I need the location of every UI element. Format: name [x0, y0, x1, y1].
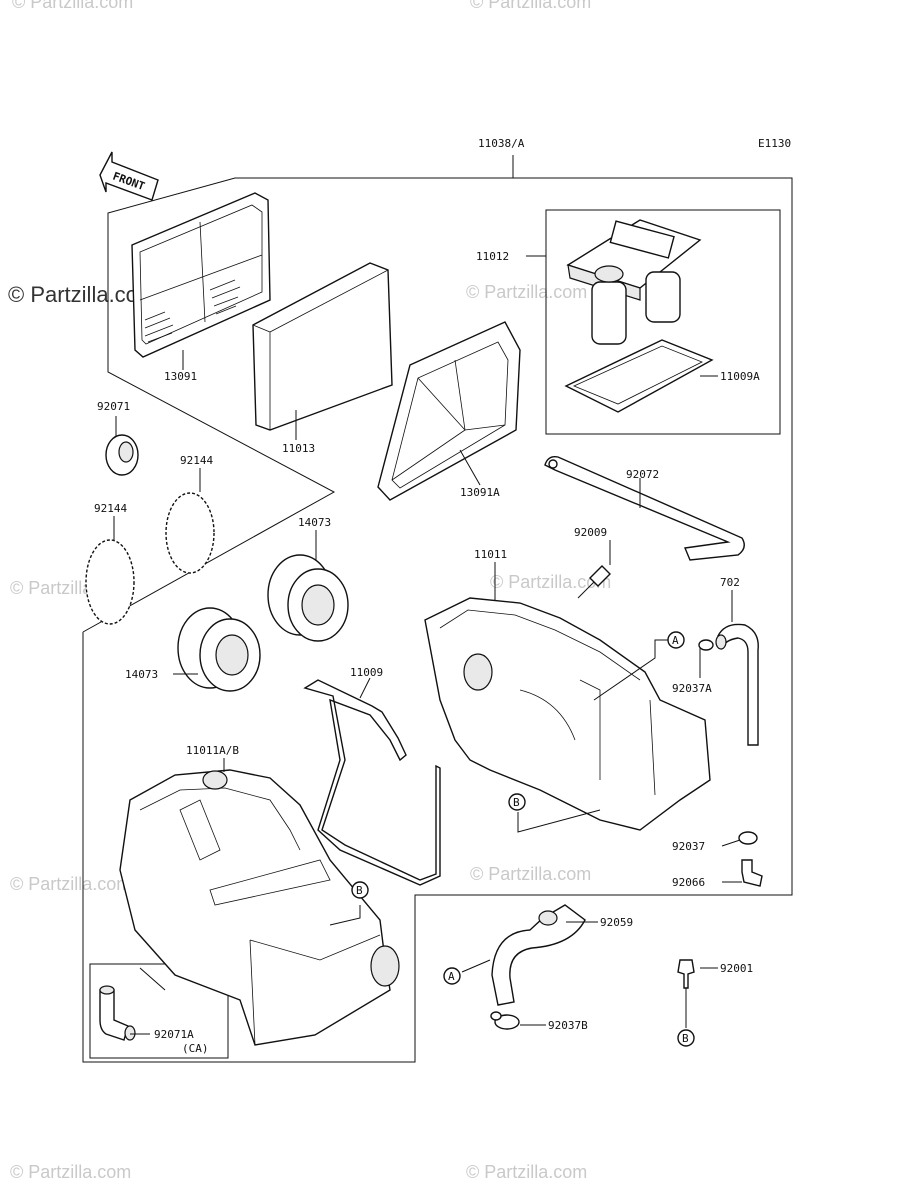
clamps-and-fittings: [490, 565, 763, 1030]
air-box-11011: [424, 597, 711, 831]
filter-element-11013: [252, 262, 393, 431]
label-92144-upper: 92144: [180, 454, 213, 467]
filter-frame-13091: [131, 192, 271, 358]
callout-a-text: A: [672, 634, 679, 647]
callout-b-2: B: [351, 881, 369, 899]
label-13091A: 13091A: [460, 486, 500, 499]
label-702: 702: [720, 576, 740, 589]
label-92144-lower: 92144: [94, 502, 127, 515]
label-11038A: 11038/A: [478, 137, 525, 150]
watermark: © Partzilla.com: [490, 572, 611, 592]
label-92071: 92071: [97, 400, 130, 413]
watermark: © Partzilla.com: [470, 0, 591, 12]
callout-a-1: A: [667, 631, 685, 649]
label-14073-lower: 14073: [125, 668, 158, 681]
label-92001: 92001: [720, 962, 753, 975]
gasket-11009A: [564, 339, 714, 413]
bracket-92072: [544, 455, 745, 561]
callout-b-text: B: [356, 884, 363, 897]
callout-b-text: B: [682, 1032, 689, 1045]
label-92072: 92072: [626, 468, 659, 481]
label-11009A: 11009A: [720, 370, 760, 383]
front-arrow-icon: FRONT: [99, 151, 159, 201]
watermark: © Partzilla.com: [466, 1162, 587, 1182]
label-14073-upper: 14073: [298, 516, 331, 529]
label-92071A: 92071A: [154, 1028, 194, 1041]
label-92009: 92009: [574, 526, 607, 539]
label-92037B: 92037B: [548, 1019, 588, 1032]
callout-b-text: B: [513, 796, 520, 809]
grommet-92071: [105, 434, 139, 476]
label-11009: 11009: [350, 666, 383, 679]
gasket-11009: [303, 679, 441, 886]
label-92037: 92037: [672, 840, 705, 853]
callout-a-2: A: [443, 967, 461, 985]
air-box-11011AB: [119, 769, 400, 1046]
watermark: © Partzilla.com: [10, 874, 131, 894]
callout-b-1: B: [508, 793, 526, 811]
diagram-code: E1130: [758, 137, 791, 150]
label-11013: 11013: [282, 442, 315, 455]
part-labels: 11038/A 11012 11009A 13091 11013 13091A …: [94, 137, 760, 1055]
label-92037A: 92037A: [672, 682, 712, 695]
elbow-92071A: [99, 985, 136, 1041]
hose-702: [715, 623, 759, 746]
label-11012: 11012: [476, 250, 509, 263]
watermark-main: © Partzilla.com: [8, 282, 156, 307]
watermark: © Partzilla.com: [10, 1162, 131, 1182]
watermark: © Partzilla.com: [470, 864, 591, 884]
breather-11012: [566, 219, 702, 345]
cap-14073: [177, 554, 349, 692]
watermark: © Partzilla.com: [466, 282, 587, 302]
filter-frame-13091A: [377, 321, 521, 501]
label-92066: 92066: [672, 876, 705, 889]
label-92059: 92059: [600, 916, 633, 929]
watermark: © Partzilla.com: [12, 0, 133, 12]
label-11011AB: 11011A/B: [186, 744, 239, 757]
assembly-outline: [82, 155, 793, 1063]
hose-92059: [491, 904, 586, 1006]
label-13091: 13091: [164, 370, 197, 383]
label-CA: (CA): [182, 1042, 209, 1055]
label-11011: 11011: [474, 548, 507, 561]
callout-b-3: B: [677, 1029, 695, 1047]
callout-a-text: A: [448, 970, 455, 983]
spring-92144: [85, 492, 215, 625]
watermarks: © Partzilla.com © Partzilla.com © Partzi…: [8, 0, 611, 1182]
